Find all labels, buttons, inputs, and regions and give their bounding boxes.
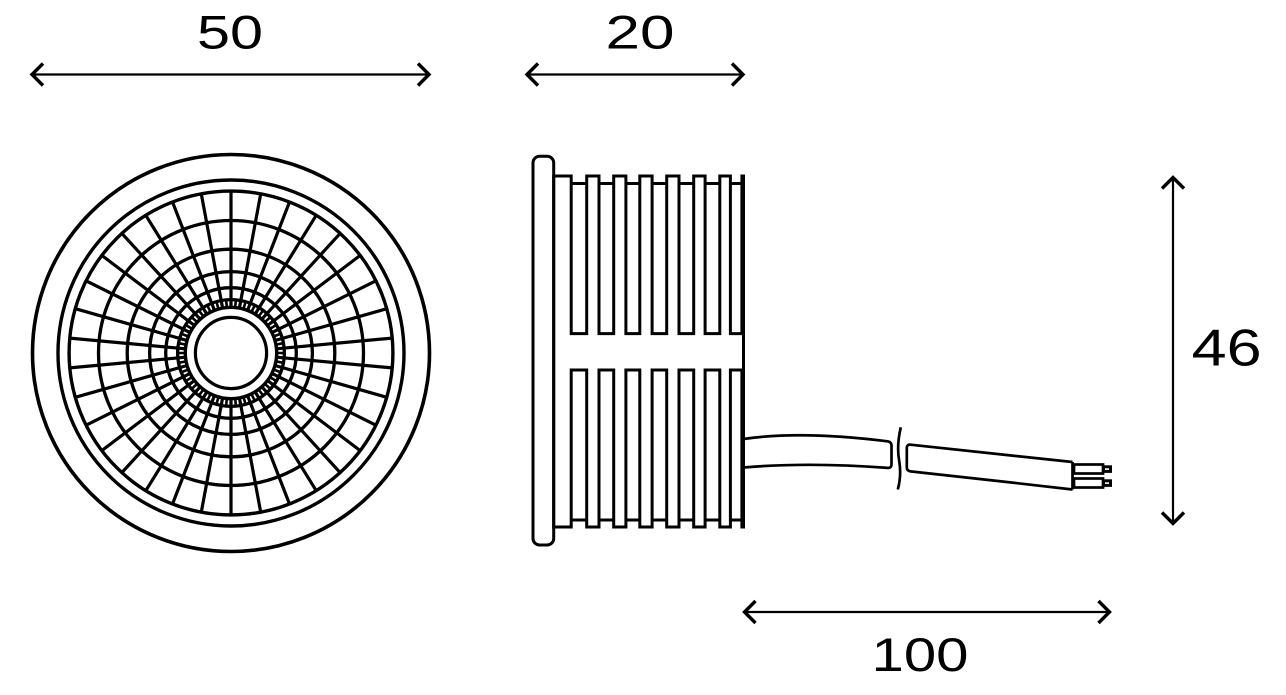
svg-text:50: 50 [197,7,263,60]
svg-text:100: 100 [872,628,969,681]
svg-text:46: 46 [1192,319,1262,377]
svg-text:20: 20 [606,7,675,60]
